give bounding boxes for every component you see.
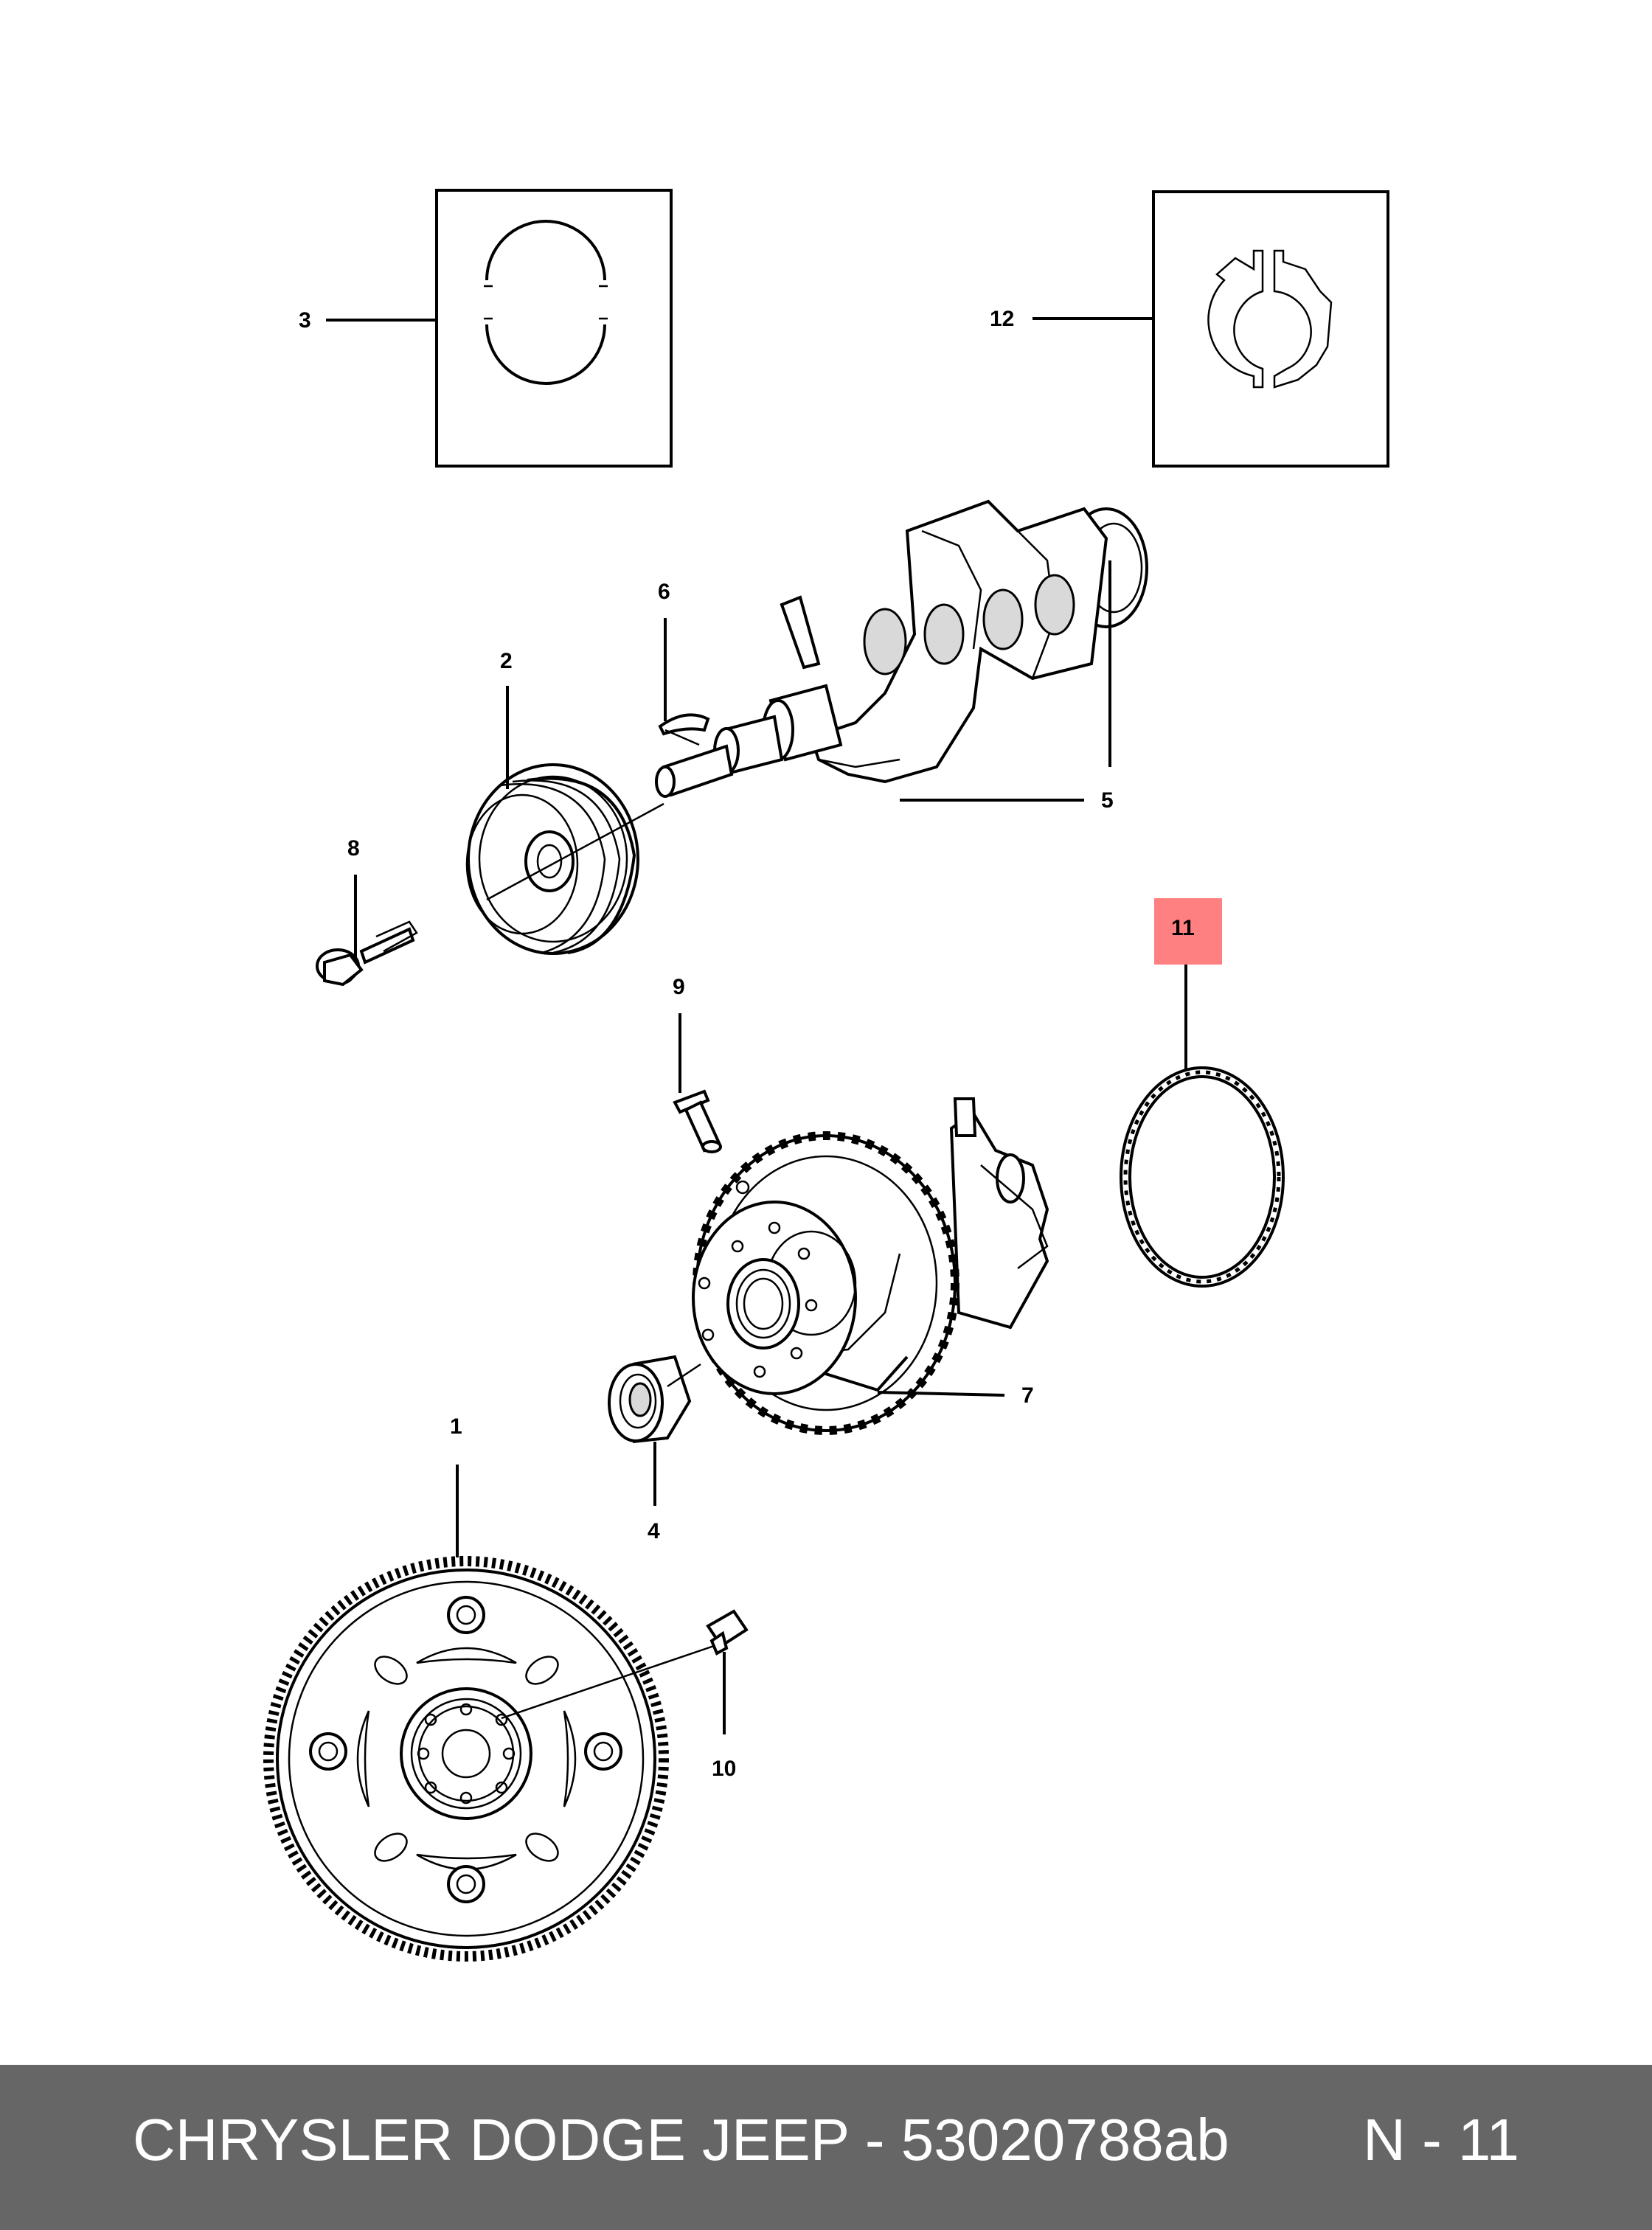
callout-12: 12 — [990, 307, 1014, 331]
callout-2-group: 2 — [500, 649, 513, 789]
callout-9-group: 9 — [673, 975, 685, 1093]
damper-bolt — [316, 920, 418, 987]
rear-main-seal — [608, 1355, 692, 1443]
callout-4-group: 4 — [648, 1363, 701, 1543]
tone-wheel-ring — [1120, 1066, 1285, 1288]
flex-plate-bolt — [501, 1609, 749, 1720]
callout-7-group: 7 — [877, 1383, 1034, 1408]
callout-12-group: 12 — [990, 307, 1153, 331]
crankshaft — [655, 499, 1148, 798]
inset-box-part-3 — [435, 189, 673, 468]
callout-6-group: 6 — [658, 580, 700, 746]
callout-8-group: 8 — [347, 836, 360, 959]
callout-6: 6 — [658, 580, 670, 604]
flex-plate — [263, 1556, 669, 1962]
callout-1-group: 1 — [450, 1414, 462, 1557]
callout-11-group: 11 — [1154, 898, 1222, 1071]
dowel-pin — [673, 1089, 722, 1153]
callout-10: 10 — [712, 1757, 736, 1781]
callout-9: 9 — [673, 975, 685, 999]
callout-11: 11 — [1171, 916, 1195, 940]
footer-bar: CHRYSLER DODGE JEEP - 53020788ab N - 11 — [0, 2065, 1652, 2230]
parts-diagram: 3 12 5 — [263, 189, 1389, 1962]
callout-3: 3 — [299, 308, 311, 333]
callout-3-group: 3 — [299, 308, 437, 333]
callout-4: 4 — [648, 1519, 660, 1543]
footer-page-ref: N - 11 — [1363, 2107, 1519, 2172]
callout-7: 7 — [1021, 1383, 1034, 1408]
woodruff-key — [658, 713, 710, 736]
crankshaft-assembly — [692, 1097, 1049, 1435]
callout-8: 8 — [347, 836, 360, 861]
callout-5-group: 5 — [900, 560, 1114, 813]
inset-box-part-12 — [1152, 190, 1389, 468]
vibration-damper — [465, 763, 664, 955]
callout-10-group: 10 — [712, 1652, 736, 1781]
footer-title: CHRYSLER DODGE JEEP - 53020788ab — [133, 2107, 1229, 2172]
callout-1: 1 — [450, 1414, 462, 1439]
callout-2: 2 — [500, 649, 513, 673]
callout-11-highlight — [1154, 898, 1222, 965]
callout-5: 5 — [1101, 788, 1114, 813]
